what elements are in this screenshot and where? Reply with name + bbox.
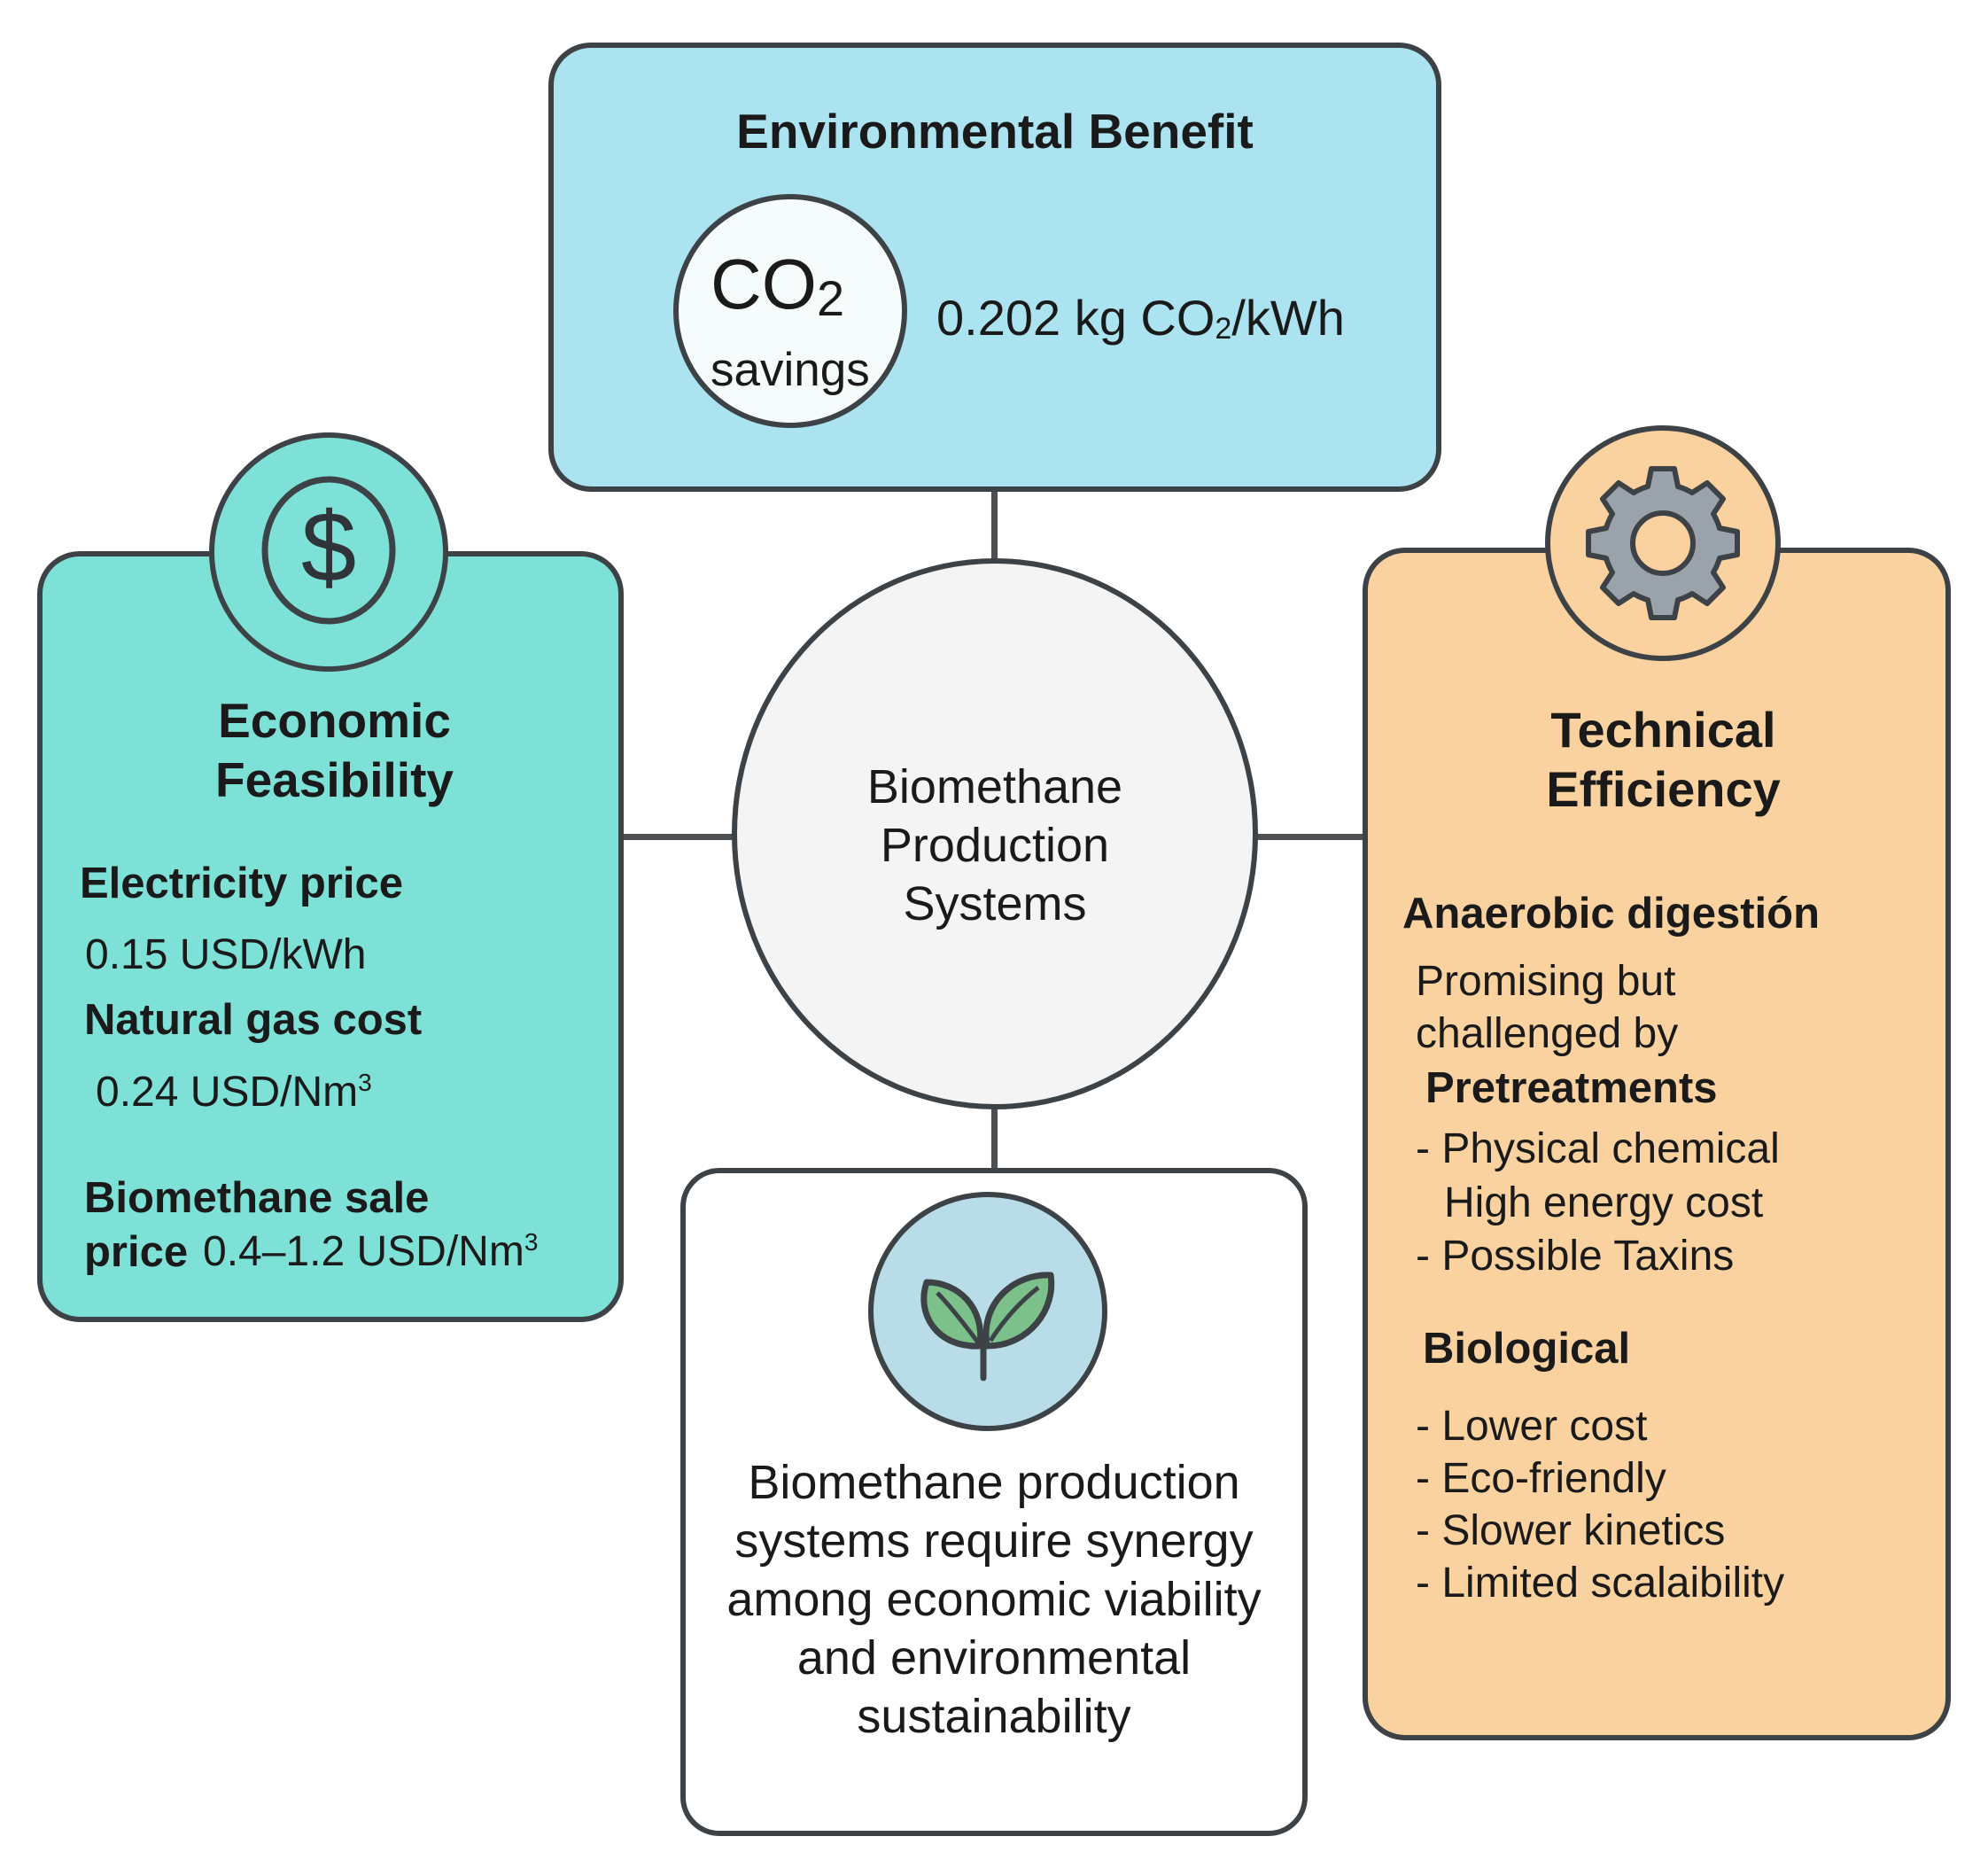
biological-item: - Lower cost: [1416, 1403, 1648, 1450]
connector-right: [1254, 834, 1366, 840]
co2-label: CO2: [711, 249, 844, 323]
co2-savings-label: savings: [711, 344, 870, 396]
technical-title-line1: Technical: [1550, 702, 1776, 758]
center-label-line3: Systems: [903, 877, 1087, 930]
sustainability-text-line: sustainability: [857, 1690, 1131, 1743]
anaerobic-line2: challenged by: [1416, 1010, 1679, 1057]
economic-title-line2: Feasibility: [215, 752, 454, 807]
co2-icon: CO2 savings: [673, 194, 907, 428]
co2-savings-value: 0.202 kg CO2/kWh: [936, 289, 1345, 346]
co2-value-subscript: 2: [1215, 312, 1232, 346]
dollar-icon-ring: $: [209, 432, 448, 672]
co2-value-prefix: 0.202 kg CO: [936, 290, 1215, 346]
sale-price-value: 0.4–1.2 USD/Nm3: [203, 1227, 538, 1276]
pretreatments-heading: Pretreatments: [1425, 1064, 1718, 1112]
biological-item: - Limited scalaibility: [1416, 1560, 1785, 1607]
natural-gas-cost-label: Natural gas cost: [84, 996, 423, 1044]
center-hub-circle: [732, 558, 1258, 1109]
sustainability-text-line: among economic viability: [726, 1573, 1262, 1626]
gas-value-sup: 3: [358, 1069, 372, 1096]
pretreatment-item2: - Possible Taxins: [1416, 1233, 1735, 1280]
electricity-price-value: 0.15 USD/kWh: [85, 931, 367, 978]
anaerobic-line1: Promising but: [1416, 958, 1676, 1005]
gas-value-text: 0.24 USD/Nm: [96, 1069, 359, 1116]
environmental-benefit-title: Environmental Benefit: [736, 104, 1254, 159]
economic-feasibility-box: [37, 551, 624, 1322]
biological-item: - Eco-friendly: [1416, 1455, 1666, 1502]
technical-title-line2: Efficiency: [1546, 761, 1781, 817]
economic-title-line1: Economic: [218, 693, 451, 748]
technical-efficiency-box: [1363, 548, 1951, 1740]
sustainability-text-line: and environmental: [796, 1631, 1192, 1685]
sale-value-sup: 3: [524, 1228, 539, 1256]
sale-value-text: 0.4–1.2 USD/Nm: [203, 1228, 524, 1275]
gear-icon: [1586, 466, 1740, 620]
pretreatment-item1-line1: - Physical chemical: [1416, 1125, 1780, 1172]
co2-value-suffix: /kWh: [1231, 290, 1345, 346]
leaf-icon-circle: [868, 1192, 1107, 1431]
anaerobic-heading: Anaerobic digestión: [1402, 890, 1821, 938]
biological-item: - Slower kinetics: [1416, 1507, 1726, 1554]
connector-left: [620, 834, 735, 840]
center-label-line1: Biomethane: [866, 760, 1123, 813]
co2-text: CO: [711, 245, 817, 323]
connector-top: [991, 489, 998, 564]
svg-text:$: $: [301, 492, 356, 603]
gear-icon-ring: [1545, 425, 1781, 661]
environmental-benefit-box: Environmental Benefit CO2 savings 0.202 …: [548, 43, 1441, 492]
connector-bottom: [991, 1106, 998, 1171]
leaf-icon: [920, 1272, 1055, 1381]
co2-subscript: 2: [817, 270, 845, 326]
sustainability-text-line: Biomethane production: [748, 1456, 1240, 1509]
natural-gas-cost-value: 0.24 USD/Nm3: [96, 1068, 372, 1117]
biological-heading: Biological: [1423, 1325, 1631, 1373]
center-label-line2: Production: [880, 819, 1110, 872]
sustainability-text-line: systems require synergy: [734, 1514, 1254, 1568]
pretreatment-item1-line2: High energy cost: [1444, 1179, 1764, 1226]
sale-price-label-line2: price: [84, 1228, 189, 1276]
sale-price-label-line1: Biomethane sale: [84, 1174, 430, 1222]
electricity-price-label: Electricity price: [80, 860, 403, 907]
dollar-icon: $: [261, 476, 396, 625]
